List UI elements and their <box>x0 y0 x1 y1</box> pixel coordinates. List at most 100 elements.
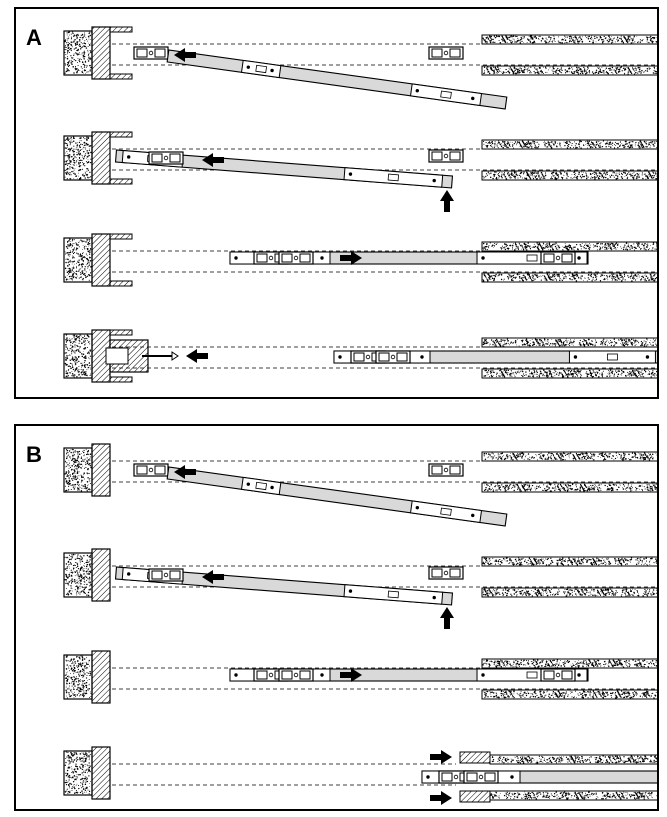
concrete-speck <box>506 41 508 43</box>
concrete-speck <box>656 244 657 247</box>
concrete-speck <box>579 376 582 378</box>
concrete-speck <box>529 277 532 279</box>
concrete-speck <box>633 175 635 177</box>
concrete-speck <box>75 68 77 70</box>
concrete-speck <box>570 39 571 41</box>
concrete-speck <box>74 66 77 68</box>
concrete-speck <box>575 274 577 276</box>
concrete-speck <box>85 369 87 371</box>
concrete-speck <box>609 274 611 276</box>
concrete-speck <box>73 451 75 452</box>
concrete-speck <box>654 279 656 281</box>
concrete-speck <box>492 41 494 43</box>
concrete-speck <box>500 274 503 276</box>
concrete-speck <box>66 456 68 458</box>
concrete-speck <box>635 369 638 371</box>
concrete-speck <box>69 251 72 254</box>
concrete-speck <box>627 345 629 346</box>
concrete-speck <box>587 338 590 341</box>
concrete-speck <box>613 375 615 377</box>
concrete-speck <box>538 275 540 277</box>
concrete-speck <box>83 50 85 52</box>
concrete-speck <box>87 259 90 262</box>
concrete-speck <box>567 245 569 248</box>
concrete-speck <box>506 244 508 247</box>
concrete-speck <box>498 456 500 458</box>
concrete-speck <box>619 279 621 281</box>
concrete-speck <box>75 342 77 343</box>
concrete-speck <box>502 147 504 149</box>
concrete-speck <box>76 153 78 156</box>
concrete-speck <box>623 342 625 344</box>
concrete-speck <box>71 263 73 265</box>
concrete-speck <box>89 57 92 60</box>
concrete-speck <box>628 458 630 459</box>
concrete-speck <box>518 68 520 70</box>
concrete-speck <box>554 176 556 178</box>
concrete-speck <box>511 247 514 249</box>
concrete-speck <box>647 344 649 346</box>
concrete-speck <box>631 66 633 68</box>
concrete-speck <box>73 172 75 174</box>
concrete-speck <box>635 374 638 377</box>
concrete-speck <box>568 35 571 38</box>
concrete-speck <box>77 261 80 264</box>
concrete-speck <box>543 370 545 372</box>
concrete-speck <box>81 249 83 251</box>
concrete-speck <box>70 367 72 369</box>
concrete-speck <box>69 465 71 467</box>
concrete-speck <box>657 244 659 246</box>
fitting-screw <box>481 256 485 260</box>
concrete-speck <box>69 142 71 144</box>
concrete-speck <box>527 141 530 143</box>
concrete-speck <box>600 176 602 178</box>
concrete-speck <box>586 176 588 178</box>
concrete-speck <box>588 278 590 281</box>
concrete-speck <box>540 72 542 74</box>
concrete-speck <box>554 369 556 371</box>
concrete-speck <box>509 39 511 41</box>
concrete-speck <box>577 370 579 373</box>
concrete-speck <box>536 276 539 279</box>
concrete-speck <box>511 39 513 41</box>
concrete-speck <box>531 276 533 278</box>
concrete-speck <box>80 481 82 483</box>
concrete-speck <box>644 70 646 72</box>
concrete-speck <box>579 140 582 142</box>
concrete-speck <box>81 373 83 376</box>
concrete-speck <box>626 37 628 39</box>
concrete-speck <box>74 340 76 342</box>
concrete-speck <box>638 146 639 148</box>
concrete-speck <box>609 246 610 247</box>
concrete-speck <box>529 343 531 344</box>
concrete-speck <box>518 69 521 72</box>
concrete-speck <box>73 169 75 171</box>
concrete-speck <box>493 371 495 374</box>
concrete-speck <box>525 146 527 148</box>
concrete-speck <box>82 480 84 482</box>
concrete-speck <box>529 70 531 72</box>
left-wall <box>63 26 133 80</box>
concrete-speck <box>76 146 77 148</box>
concrete-speck <box>620 140 622 142</box>
concrete-speck <box>586 343 588 345</box>
concrete-speck <box>547 69 549 71</box>
concrete-speck <box>545 340 547 342</box>
concrete-speck <box>620 342 622 344</box>
concrete-speck <box>537 73 539 75</box>
concrete-speck <box>89 252 91 254</box>
concrete-speck <box>79 336 81 338</box>
concrete-speck <box>644 275 646 276</box>
concrete-speck <box>592 42 594 44</box>
concrete-speck <box>68 462 71 464</box>
concrete-speck <box>70 55 72 57</box>
concrete-speck <box>88 279 90 281</box>
concrete-speck <box>626 40 628 43</box>
concrete-speck <box>490 172 492 174</box>
concrete-speck <box>624 244 626 246</box>
concrete-speck <box>559 277 561 279</box>
concrete-speck <box>637 244 639 246</box>
concrete-speck <box>72 137 75 140</box>
concrete-speck <box>482 273 484 275</box>
concrete-speck <box>649 146 651 148</box>
